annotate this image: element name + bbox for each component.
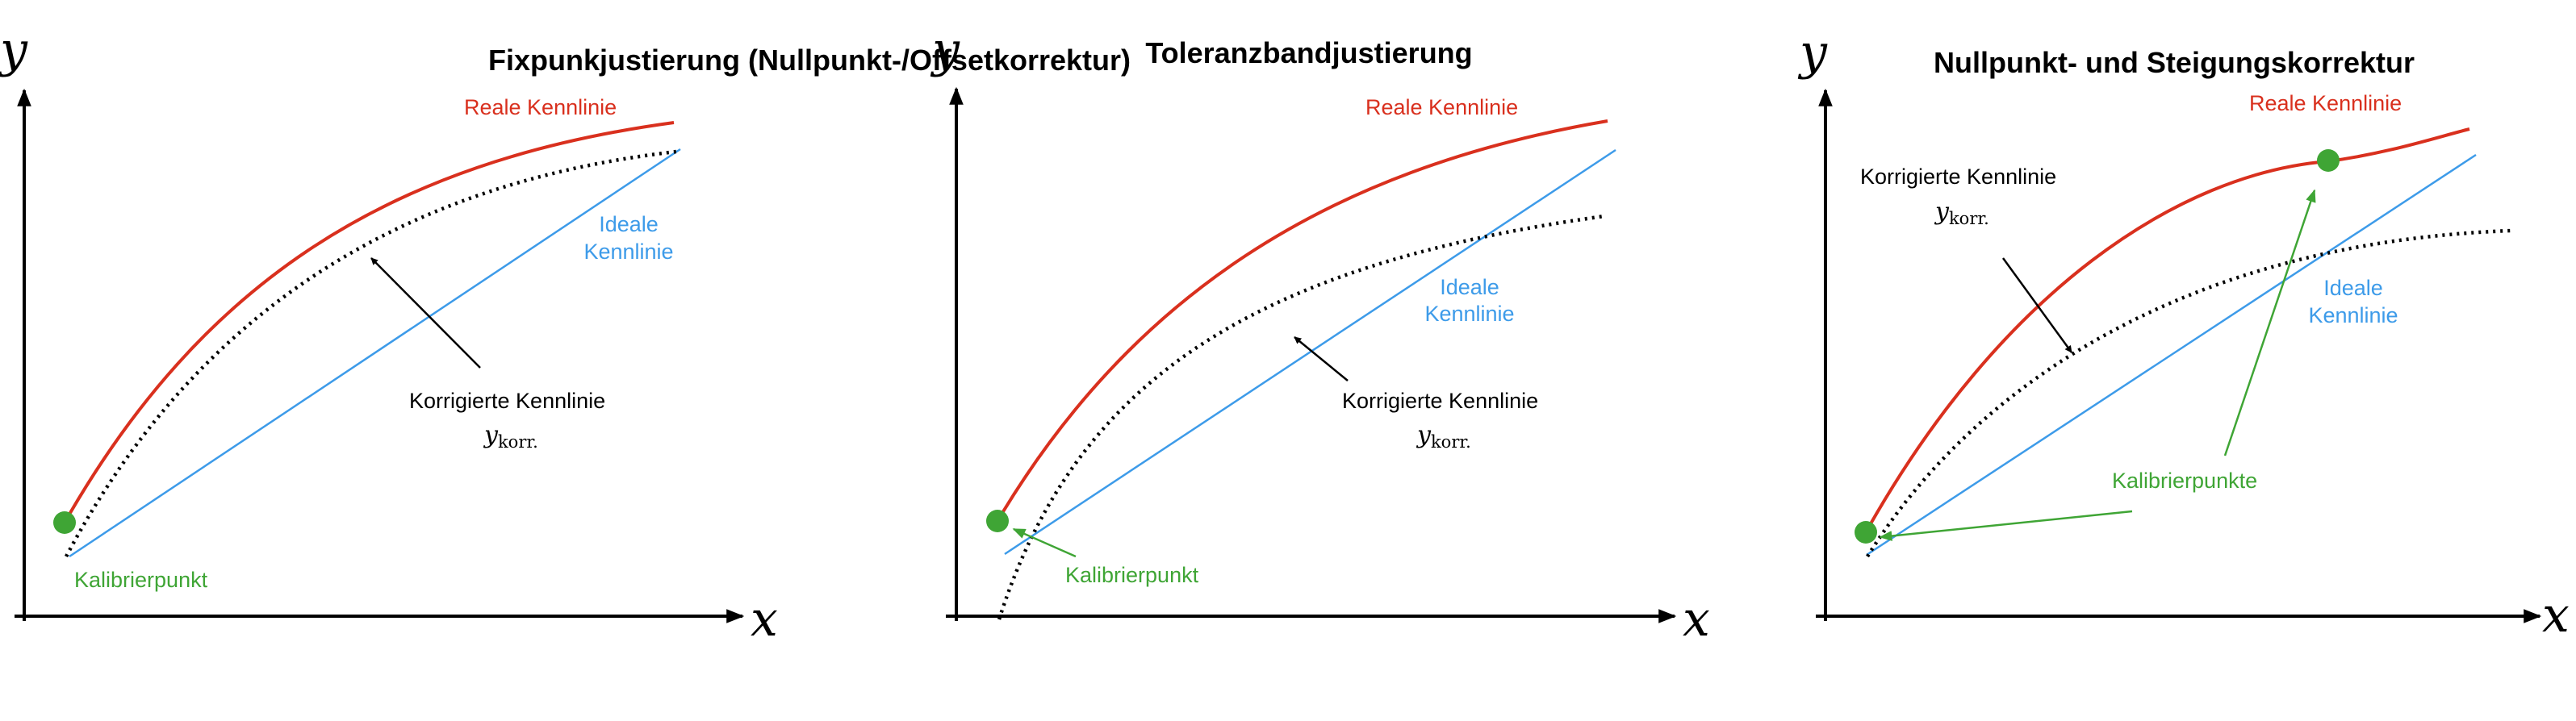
corrected-symbol: ykorr.: [483, 421, 538, 452]
ideal-characteristic-line: [1004, 148, 1616, 556]
ideal-characteristic-line: [69, 148, 681, 558]
calibration-pointer-arrow-1: [1879, 510, 2133, 541]
corrected-symbol: ykorr.: [1934, 198, 1989, 228]
panel-title: Nullpunkt- und Steigungskorrektur: [1934, 46, 2415, 79]
y-axis-label: y: [1797, 24, 1828, 81]
real-curve-label: Reale Kennlinie: [464, 95, 617, 119]
calibration-point-2: [2317, 149, 2340, 172]
calibration-point-label: Kalibrierpunkt: [74, 568, 208, 592]
calibration-pointer-arrow-2: [2223, 189, 2316, 456]
corrected-pointer-arrow: [2001, 257, 2073, 353]
ideal-line-label-1: Ideale: [599, 212, 659, 236]
corrected-curve-label: Korrigierte Kennlinie: [409, 389, 605, 413]
corrected-curve-label: Korrigierte Kennlinie: [1860, 165, 2056, 189]
ideal-line-label-2: Kennlinie: [2308, 303, 2398, 327]
ideal-line-label-2: Kennlinie: [1424, 302, 1514, 326]
calibration-point: [53, 511, 76, 534]
panel-offset-correction: Fixpunkjustierung (Nullpunkt-/Offsetkorr…: [0, 22, 1131, 648]
x-axis-label: x: [2542, 587, 2570, 644]
ideal-line-label-1: Ideale: [1440, 275, 1499, 299]
panel-title: Fixpunkjustierung (Nullpunkt-/Offsetkorr…: [488, 44, 1131, 77]
real-characteristic-curve: [996, 119, 1608, 523]
y-axis-label: y: [930, 22, 960, 78]
calibration-point-1: [1855, 521, 1877, 544]
real-characteristic-curve: [1864, 127, 2470, 533]
panel-tolerance-band: Toleranzbandjustierung y x Reale Kennlin…: [930, 22, 1710, 648]
calibration-point: [986, 510, 1009, 532]
calibration-points-label: Kalibrierpunkte: [2112, 469, 2257, 493]
calibration-pointer-arrow: [1012, 527, 1077, 558]
real-characteristic-curve: [63, 121, 675, 523]
corrected-characteristic-curve: [1866, 228, 2512, 558]
calibration-point-label: Kalibrierpunkt: [1065, 563, 1199, 587]
ideal-line-label-1: Ideale: [2323, 276, 2383, 300]
corrected-symbol: ykorr.: [1416, 421, 1471, 452]
panel-offset-and-slope: Nullpunkt- und Steigungskorrektur y x Re…: [1797, 24, 2570, 644]
y-axis-label: y: [0, 22, 28, 78]
corrected-curve-label: Korrigierte Kennlinie: [1342, 389, 1538, 413]
ideal-line-label-2: Kennlinie: [583, 240, 673, 264]
corrected-pointer-arrow: [370, 257, 481, 369]
corrected-characteristic-curve: [997, 214, 1605, 620]
x-axis-label: x: [751, 591, 778, 648]
panel-title: Toleranzbandjustierung: [1145, 36, 1472, 69]
ideal-characteristic-line: [1866, 153, 2477, 556]
x-axis-label: x: [1683, 591, 1710, 648]
real-curve-label: Reale Kennlinie: [1365, 95, 1518, 119]
real-curve-label: Reale Kennlinie: [2249, 91, 2402, 115]
corrected-characteristic-curve: [65, 149, 677, 558]
corrected-pointer-arrow: [1294, 336, 1349, 381]
